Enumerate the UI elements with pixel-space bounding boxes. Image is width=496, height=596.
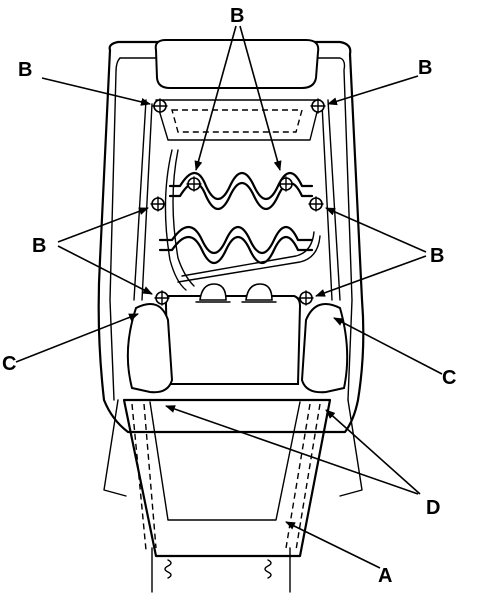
clip-marker [308,196,324,212]
clip-marker [278,176,294,192]
clip-marker [154,290,170,306]
headrest-pad [154,39,320,89]
clip-markers [150,98,326,306]
side-rails [133,99,341,301]
callout-labels: B B B B B C C D A [2,5,456,587]
callout-d: D [426,497,440,519]
clip-marker [186,176,202,192]
callout-b-mid-left: B [32,235,46,257]
callout-b-upper-right: B [418,57,432,79]
upper-bracket [155,99,321,141]
clip-marker [152,98,168,114]
lower-frame [122,398,332,593]
callout-b-upper-left: B [18,59,32,81]
clip-marker [310,98,326,114]
callout-b-mid-right: B [430,245,444,267]
wire-harness [164,149,321,291]
leader-lines [15,25,443,569]
side-bolsters [126,303,349,394]
callout-c-left: C [2,353,16,375]
callout-b-top: B [230,5,244,27]
lower-zigzag-spring [158,225,314,265]
side-trim-flaps [103,399,363,497]
lower-panel [165,283,302,385]
bottom-springs [164,559,272,579]
seat-back-frame [97,40,365,434]
clip-marker [150,196,166,212]
clip-marker [298,290,314,306]
callout-a: A [378,565,392,587]
callout-c-right: C [442,367,456,389]
